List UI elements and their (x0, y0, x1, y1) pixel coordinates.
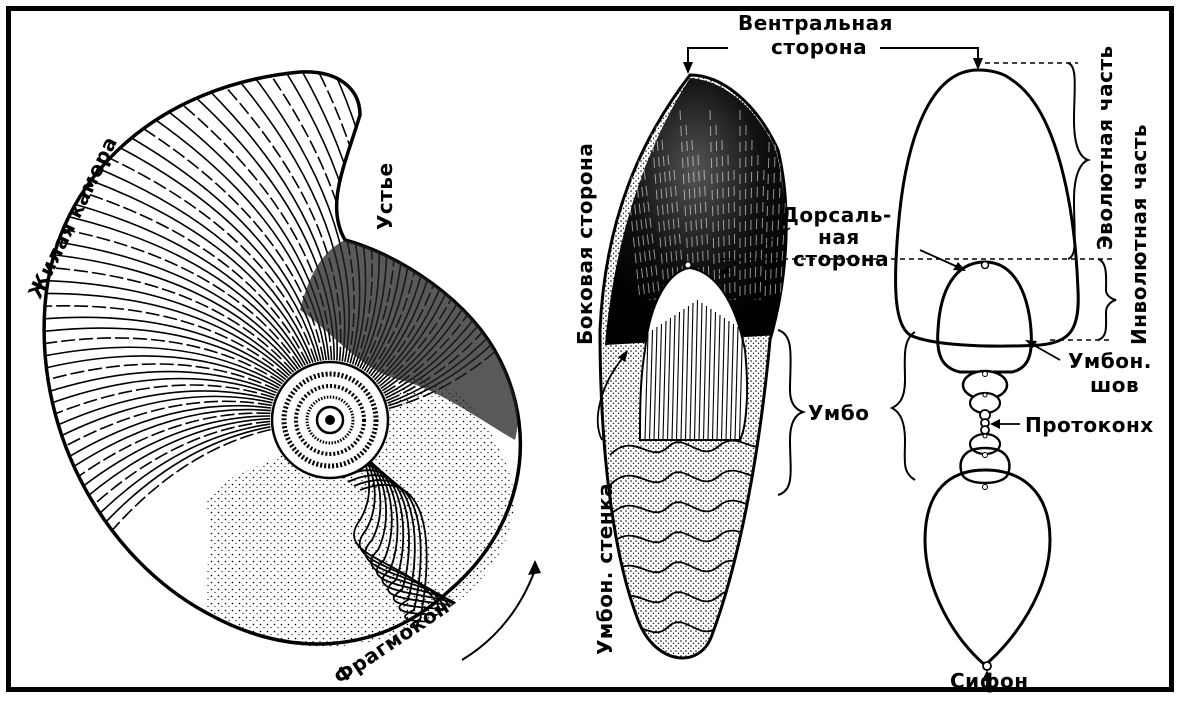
ammonite-lateral-view (0, 0, 639, 693)
label-umbo: Умбо (808, 401, 869, 425)
label-ventralnaya-2: сторона (771, 35, 867, 59)
ventral-arrow-right (880, 48, 978, 64)
label-dorsalnaya-1: Дорсаль- (781, 203, 892, 227)
frontal-siphon-dot (685, 262, 691, 268)
umbilicus-spiral (272, 362, 388, 478)
label-dorsalnaya-3: сторона (793, 247, 889, 271)
evolyutnaya-bracket (1068, 63, 1088, 259)
label-umbon-shov-1: Умбон. (1068, 349, 1152, 373)
label-ventralnaya-1: Вентральная (738, 11, 893, 35)
ventral-arrow-left (688, 48, 728, 68)
ammonite-frontal-view (598, 48, 983, 658)
umbo-bracket (778, 330, 803, 495)
label-zhilaya-kamera: Жилая камера (23, 132, 122, 302)
label-evolyutnaya: Эволютная часть (1093, 45, 1117, 250)
label-ustye: Устье (373, 162, 397, 230)
label-dorsalnaya-2: ная (818, 225, 860, 249)
label-involyutnaya: Инволютная часть (1127, 124, 1151, 345)
label-umbon-shov-2: шов (1090, 373, 1139, 397)
label-bokovaya-storona: Боковая сторона (573, 143, 597, 345)
outer-whorl-section (896, 70, 1079, 346)
fragmokon-arrowhead (528, 560, 541, 575)
label-sifon: Сифон (950, 669, 1029, 693)
second-whorl-section (938, 262, 1032, 372)
label-umbon-stenka: Умбон. стенка (593, 483, 617, 655)
protoconch-stack (980, 410, 990, 434)
label-protokonkh: Протоконх (1025, 413, 1154, 437)
rib-line (104, 66, 329, 360)
involyutnaya-bracket (1098, 259, 1116, 340)
lower-whorl-section (925, 470, 1050, 665)
section-left-bracket (892, 332, 915, 480)
